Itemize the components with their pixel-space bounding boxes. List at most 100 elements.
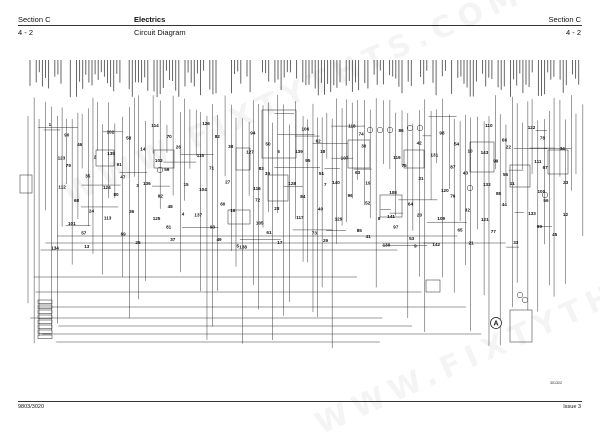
component-number: 95 [305, 158, 311, 163]
component-number: 54 [454, 142, 460, 147]
component-number: 82 [215, 134, 221, 139]
component-number: 36 [129, 209, 135, 214]
component-number: 3 [136, 183, 139, 188]
component-number: 138 [239, 244, 247, 249]
component-box [469, 141, 495, 173]
component-number: 121 [481, 217, 489, 222]
component-number: 42 [417, 140, 423, 145]
component-box [153, 149, 175, 169]
component-number: 98 [439, 131, 445, 136]
circuit-diagram: 1234567891011121314151617181920212223242… [19, 60, 584, 385]
component-number: 114 [151, 123, 159, 128]
component-number: 74 [359, 131, 365, 136]
component-box [547, 149, 569, 175]
component-number: 71 [209, 166, 215, 171]
connector-block [37, 324, 53, 329]
lamp-symbol [376, 126, 384, 134]
lamp-symbol [521, 296, 529, 304]
component-number: 110 [485, 123, 493, 128]
component-number: 124 [103, 185, 111, 190]
component-number: 73 [312, 230, 318, 235]
issue-label: Issue 3 [563, 404, 581, 410]
component-number: 99 [493, 158, 499, 163]
component-number: 81 [166, 225, 172, 230]
component-box [403, 149, 425, 169]
component-number: 84 [300, 194, 306, 199]
component-number: 75 [402, 163, 408, 168]
lamp-symbol [406, 124, 414, 132]
section-label-right: Section C [548, 15, 581, 24]
component-number: 53 [409, 236, 415, 241]
component-box [509, 164, 531, 188]
component-number: 136 [143, 181, 151, 186]
component-number: 21 [469, 241, 475, 246]
component-box [425, 279, 441, 293]
component-number: 34 [560, 146, 566, 151]
component-box [261, 109, 297, 159]
component-number: 63 [355, 170, 361, 175]
component-number: 127 [246, 150, 254, 155]
component-number: 111 [534, 159, 542, 164]
component-number: 83 [259, 166, 265, 171]
component-number: 32 [465, 207, 471, 212]
component-number: 76 [450, 194, 456, 199]
component-number: 43 [463, 170, 469, 175]
component-number: 106 [302, 127, 310, 132]
component-number: 58 [126, 136, 132, 141]
component-number: 20 [417, 213, 423, 218]
component-number: 10 [468, 149, 474, 154]
component-number: 86 [399, 128, 405, 133]
lamp-symbol [416, 124, 424, 132]
component-number: 129 [335, 216, 343, 221]
document-number: 9803/3020 [18, 404, 44, 410]
component-number: 96 [348, 193, 354, 198]
component-number: 123 [58, 156, 66, 161]
component-number: 126 [202, 121, 210, 126]
component-number: 59 [164, 167, 170, 172]
component-number: 104 [199, 187, 207, 192]
component-box [95, 149, 115, 167]
component-number: 57 [81, 231, 87, 236]
component-number: 6 [277, 149, 280, 154]
component-number: 101 [68, 221, 76, 226]
component-number: 137 [194, 213, 202, 218]
component-number: 85 [357, 228, 363, 233]
component-number: 105 [256, 221, 264, 226]
component-number: 109 [437, 216, 445, 221]
component-number: 12 [563, 212, 569, 217]
component-number: 69 [121, 231, 127, 236]
connector-block [37, 304, 53, 309]
component-number: 4 [182, 212, 185, 217]
component-number: 122 [528, 125, 536, 130]
component-number: 140 [332, 180, 340, 185]
component-number: 97 [393, 224, 399, 229]
component-number: 128 [288, 181, 296, 186]
component-number: 117 [296, 215, 304, 220]
component-number: 132 [483, 182, 491, 187]
lamp-symbol [541, 191, 549, 199]
component-number: 56 [543, 198, 549, 203]
component-box [347, 139, 371, 169]
component-number: 119 [393, 155, 401, 160]
component-number: 143 [481, 150, 489, 155]
component-symbols [19, 109, 569, 343]
component-number: 52 [365, 201, 371, 206]
component-number: 19 [365, 180, 371, 185]
component-number: 116 [253, 186, 261, 191]
page-number-left: 4 - 2 [18, 28, 34, 37]
fuse-and-label-strips [29, 60, 580, 98]
component-number: 62 [316, 139, 322, 144]
component-number: 22 [506, 145, 512, 150]
component-number: 118 [348, 124, 356, 129]
connector-block [37, 314, 53, 319]
connector-block [37, 319, 53, 324]
component-number: 70 [167, 134, 173, 139]
lamp-symbol [156, 166, 164, 174]
component-number: 45 [552, 232, 558, 237]
component-number: 13 [84, 244, 90, 249]
component-number: 112 [58, 185, 66, 190]
component-number: 67 [543, 165, 549, 170]
component-number: 8 [378, 216, 381, 221]
component-number: 61 [266, 230, 272, 235]
component-box [509, 309, 533, 343]
